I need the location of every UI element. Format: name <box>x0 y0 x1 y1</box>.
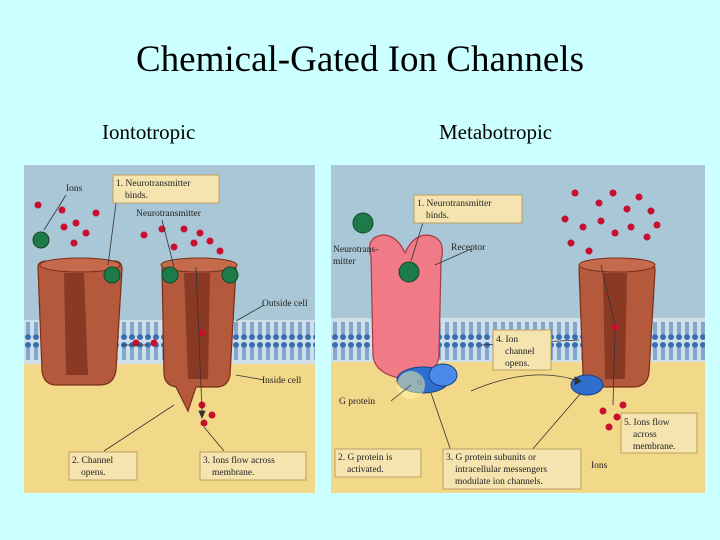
metabotropic-figure: α 1. Neurotransmitter binds. Neur <box>331 165 705 493</box>
neurotransmitter-molecule <box>32 231 50 249</box>
step1-label: 1. Neurotransmitter <box>116 179 191 189</box>
step3-box <box>199 451 307 481</box>
step1-label-cont: binds. <box>426 211 449 221</box>
step3-label-end: modulate ion channels. <box>455 477 543 487</box>
neurotransmitter-label-cont: mitter <box>333 257 357 267</box>
slide-title: Chemical-Gated Ion Channels <box>136 39 584 80</box>
closed-ion-channel <box>37 257 123 386</box>
step2-box <box>68 451 138 481</box>
ion-channel <box>578 257 656 388</box>
step2-label: 2. G protein is <box>338 453 393 463</box>
step4-label-end: opens. <box>505 359 530 369</box>
bound-neurotransmitter <box>398 261 420 283</box>
step3-box <box>442 448 582 490</box>
step4-label-cont: channel <box>505 347 535 357</box>
step1-label-cont: binds. <box>125 191 148 201</box>
step4-label: 4. Ion <box>496 335 518 345</box>
metabotropic-heading: Metabotropic <box>439 120 553 144</box>
step2-label-cont: opens. <box>81 468 106 478</box>
step2-label: 2. Channel <box>72 456 114 466</box>
ions-label: Ions <box>591 461 608 471</box>
step5-label-end: membrane. <box>633 442 675 452</box>
step3-label-cont: intracellular messengers <box>455 465 547 475</box>
inside-cell-label: Inside cell <box>262 376 302 386</box>
step3-label-cont: membrane. <box>212 468 254 478</box>
neurotransmitter-molecule <box>352 212 374 234</box>
step2-label-cont: activated. <box>347 465 384 475</box>
step4-box <box>492 329 552 371</box>
step2-box <box>334 448 422 478</box>
step1-box <box>413 194 523 224</box>
receptor-label: Receptor <box>451 243 486 253</box>
step5-label: 5. Ions flow <box>624 417 670 428</box>
bound-neurotransmitter <box>161 266 179 284</box>
step5-box <box>620 412 698 454</box>
g-protein-label: G protein <box>339 397 375 407</box>
outside-cell-label: Outside cell <box>262 299 308 309</box>
neurotransmitter-label: Neurotrans- <box>333 245 378 255</box>
iontotropic-heading: Iontotropic <box>102 120 196 144</box>
ions <box>561 189 661 431</box>
step1-box <box>112 174 220 204</box>
step3-label: 3. G protein subunits or <box>446 453 537 463</box>
step5-label-cont: across <box>633 430 657 440</box>
metabotropic-diagram: α 1. Neurotransmitter binds. Neur <box>331 165 705 493</box>
step1-label: 1. Neurotransmitter <box>417 199 492 209</box>
step3-label: 3. Ions flow across <box>203 455 275 466</box>
neurotransmitter-label: Neurotransmitter <box>136 209 202 219</box>
ionotropic-diagram: Ions 1. Neurotransmitter binds. Neurotra… <box>24 165 315 493</box>
metabotropic-receptor <box>368 234 443 380</box>
ionotropic-figure: Ions 1. Neurotransmitter binds. Neurotra… <box>24 165 315 493</box>
ions-label: Ions <box>66 184 83 194</box>
bound-neurotransmitter <box>221 266 239 284</box>
bound-neurotransmitter <box>103 266 121 284</box>
